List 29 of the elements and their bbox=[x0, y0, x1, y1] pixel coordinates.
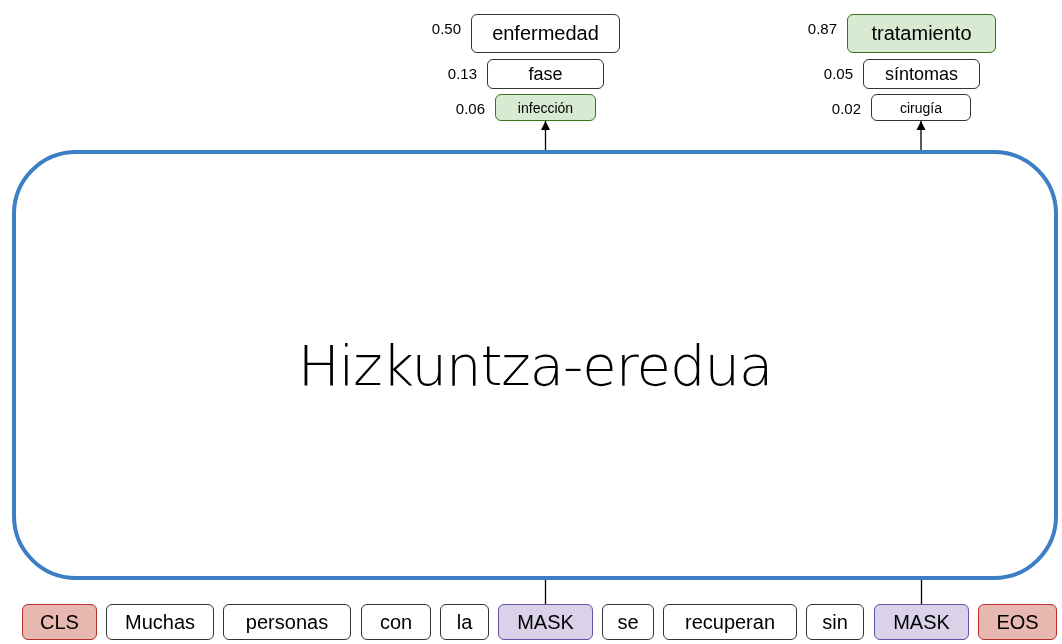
token-box: recuperan bbox=[663, 604, 797, 640]
token-box: la bbox=[440, 604, 489, 640]
probability-value: 0.02 bbox=[831, 100, 861, 117]
special-token-box: EOS bbox=[978, 604, 1057, 640]
highlighted-token-box: infección bbox=[495, 94, 596, 121]
token-box: cirugía bbox=[871, 94, 971, 121]
connector-line bbox=[920, 579, 923, 605]
arrow bbox=[540, 120, 551, 151]
probability-value: 0.87 bbox=[807, 20, 837, 37]
token-box: con bbox=[361, 604, 431, 640]
probability-value: 0.13 bbox=[447, 65, 477, 82]
arrow bbox=[916, 120, 926, 151]
probability-value: 0.05 bbox=[823, 65, 853, 82]
token-box: enfermedad bbox=[471, 14, 620, 53]
token-box: síntomas bbox=[863, 59, 980, 89]
probability-value: 0.06 bbox=[455, 100, 485, 117]
highlighted-token-box: tratamiento bbox=[847, 14, 996, 53]
probability-value: 0.50 bbox=[431, 20, 461, 37]
model-box bbox=[12, 150, 1058, 580]
mask-token-box: MASK bbox=[874, 604, 969, 640]
connector-line bbox=[544, 579, 547, 605]
special-token-box: CLS bbox=[22, 604, 97, 640]
token-box: sin bbox=[806, 604, 864, 640]
mask-token-box: MASK bbox=[498, 604, 593, 640]
model-label: Hizkuntza-eredua bbox=[297, 332, 773, 398]
token-box: Muchas bbox=[106, 604, 214, 640]
token-box: se bbox=[602, 604, 654, 640]
token-box: fase bbox=[487, 59, 604, 89]
token-box: personas bbox=[223, 604, 351, 640]
